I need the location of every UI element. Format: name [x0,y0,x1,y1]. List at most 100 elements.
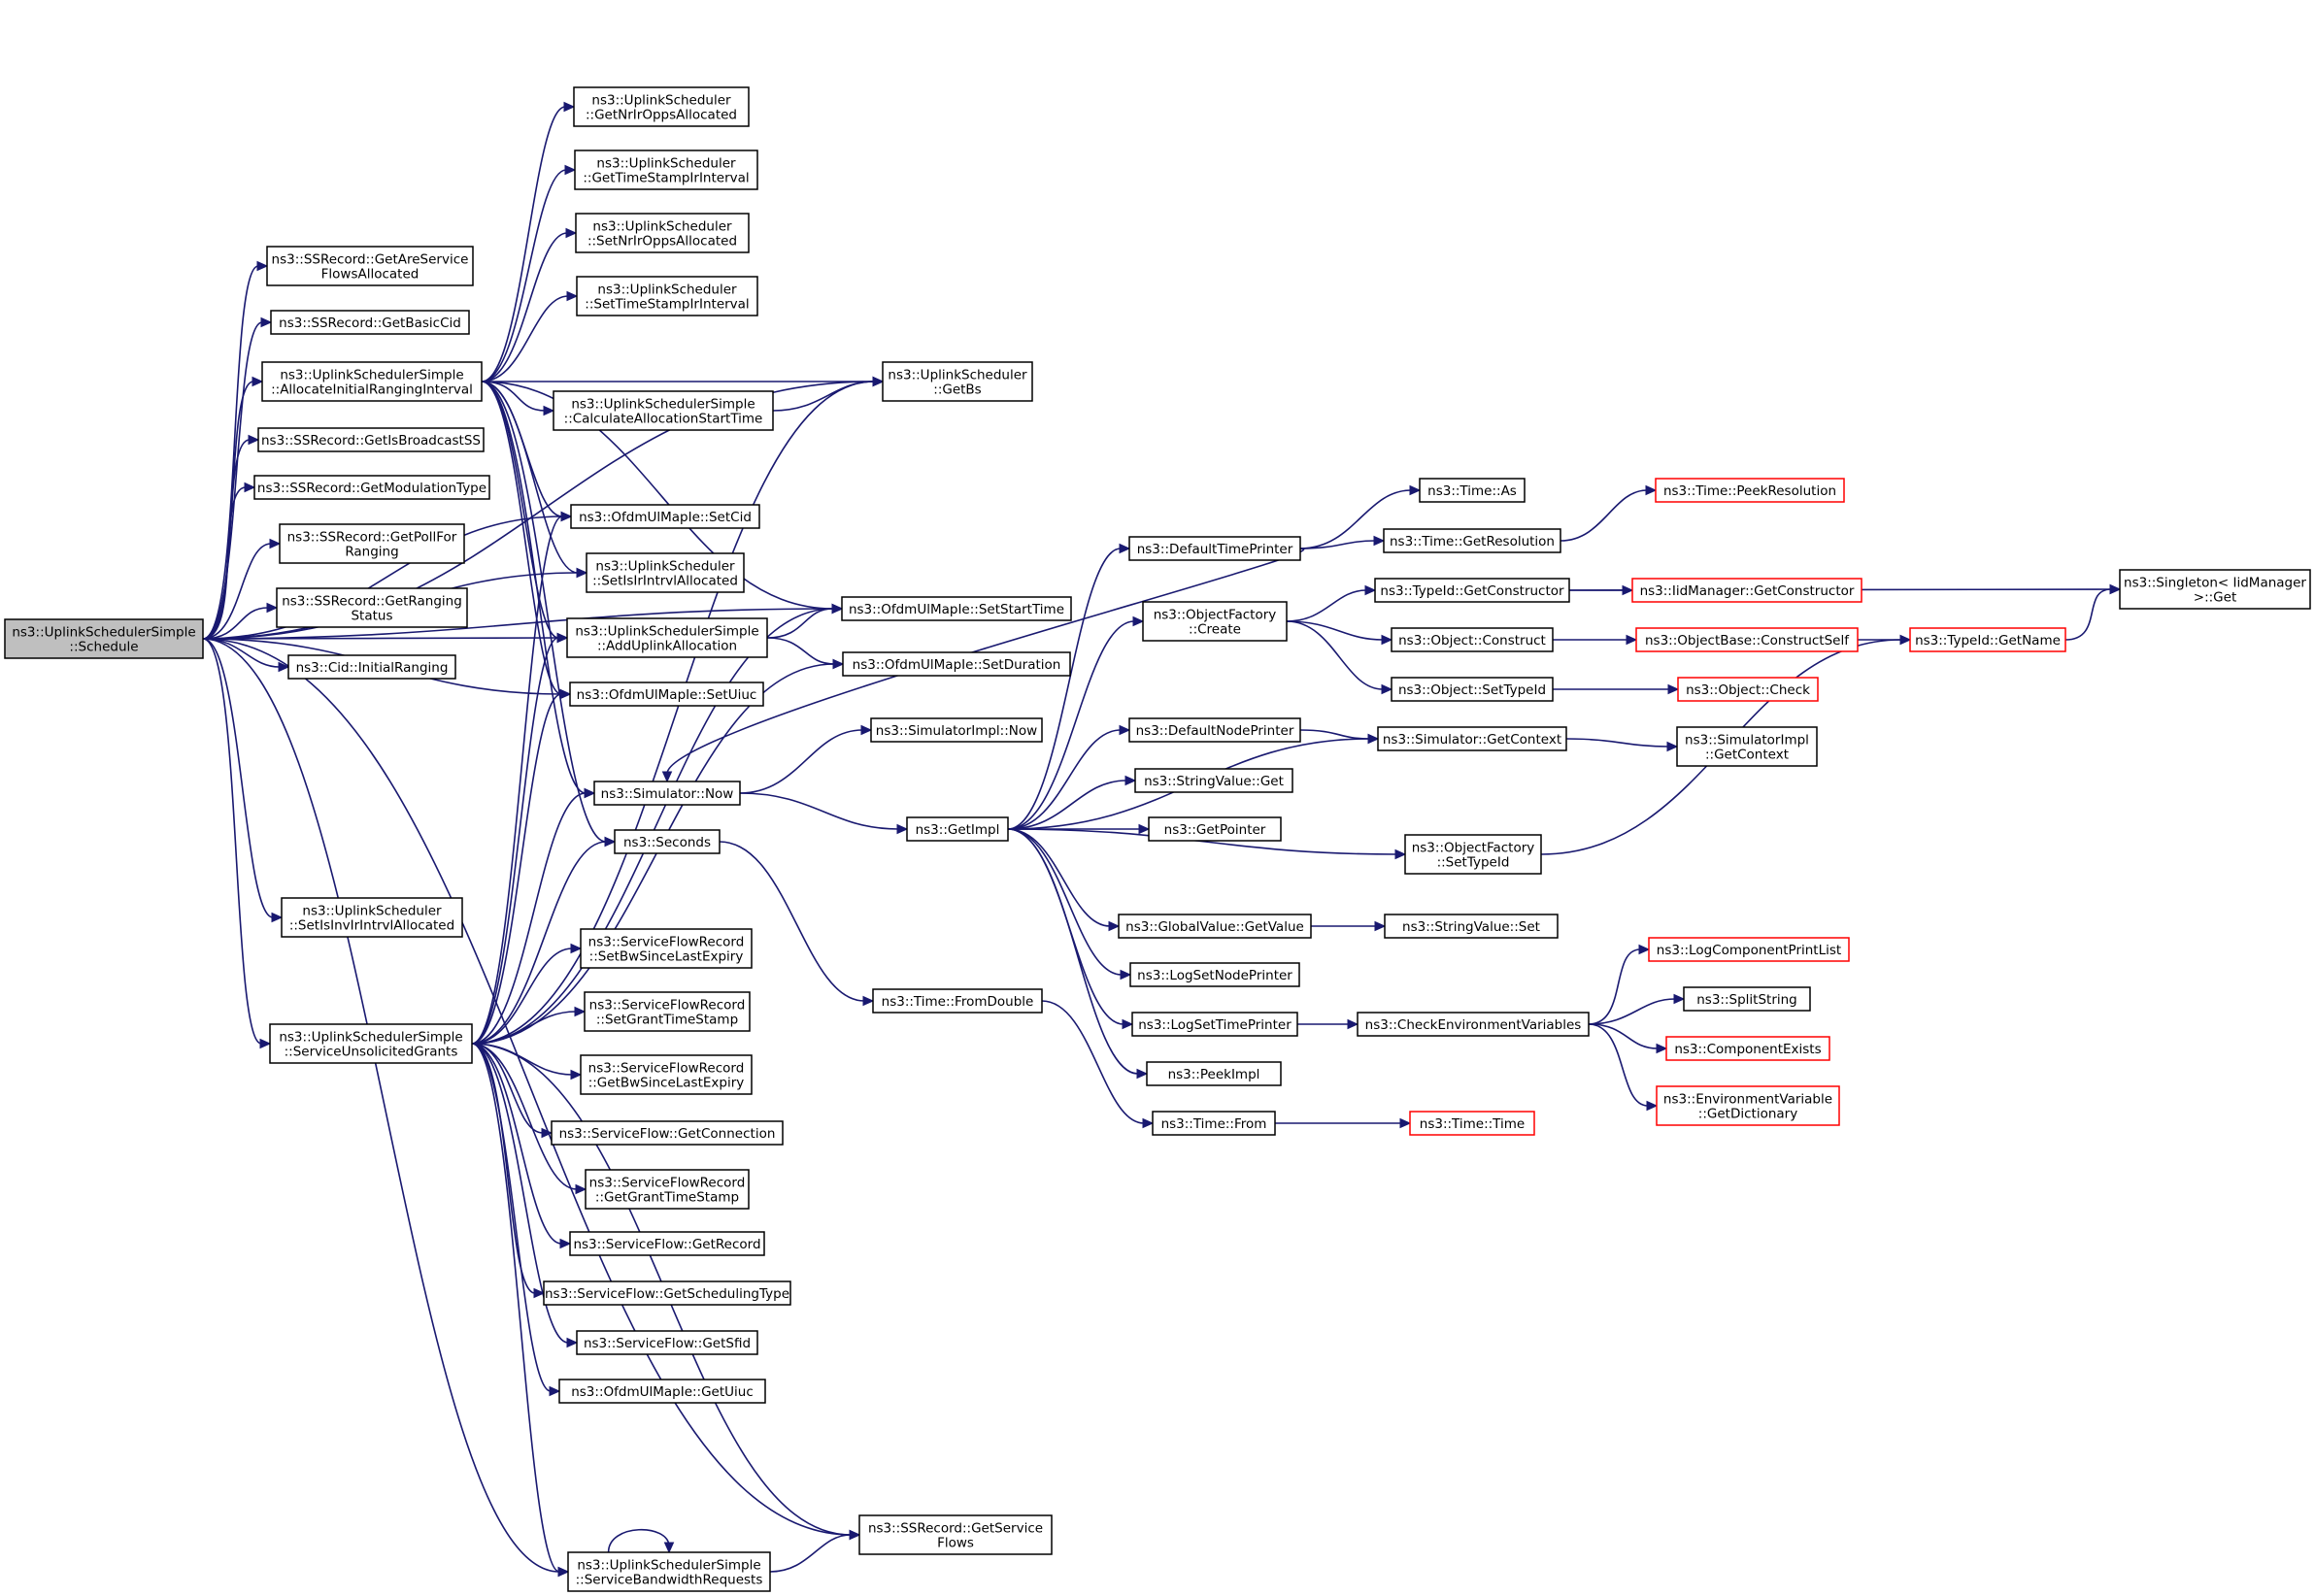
node-get-pointer[interactable]: ns3::GetPointer [1148,816,1282,842]
node-box[interactable] [1152,1111,1276,1136]
node-box[interactable] [870,717,1043,743]
node-box[interactable] [1134,768,1293,793]
node-box[interactable] [1677,677,1819,702]
node-get-basic-cid[interactable]: ns3::SSRecord::GetBasicCid [270,310,470,335]
node-box[interactable] [1131,1012,1298,1037]
node-box[interactable] [584,991,751,1032]
node-box[interactable] [567,1551,771,1592]
node-set-start-time[interactable]: ns3::OfdmUlMapIe::SetStartTime [841,596,1072,621]
node-box[interactable] [1909,627,2066,652]
node-get-are-service-flows-allocated[interactable]: ns3::SSRecord::GetAreServiceFlowsAllocat… [266,246,474,286]
node-box[interactable] [1128,717,1301,743]
node-box[interactable] [1683,986,1811,1012]
node-object-base-construct-self[interactable]: ns3::ObjectBase::ConstructSelf [1635,627,1859,652]
node-get-record[interactable]: ns3::ServiceFlow::GetRecord [569,1231,765,1256]
node-box[interactable] [269,1023,473,1064]
node-box[interactable] [1128,536,1301,561]
node-get-impl[interactable]: ns3::GetImpl [906,816,1009,842]
node-box[interactable] [253,475,490,500]
node-type-id-get-name[interactable]: ns3::TypeId::GetName [1909,627,2066,652]
node-box[interactable] [1384,914,1559,939]
node-box[interactable] [1419,478,1526,503]
node-box[interactable] [842,651,1071,677]
node-simulator-get-context[interactable]: ns3::Simulator::GetContext [1377,726,1567,751]
node-object-factory-set-type-id[interactable]: ns3::ObjectFactory::SetTypeId [1404,834,1542,875]
node-get-uiuc[interactable]: ns3::OfdmUlMapIe::GetUiuc [558,1379,766,1404]
node-global-value-get-value[interactable]: ns3::GlobalValue::GetValue [1118,914,1312,939]
node-box[interactable] [281,897,463,938]
node-box[interactable] [580,928,753,969]
node-box[interactable] [576,276,758,316]
node-string-value-set[interactable]: ns3::StringValue::Set [1384,914,1559,939]
node-set-grant-time-stamp[interactable]: ns3::ServiceFlowRecord::SetGrantTimeStam… [584,991,751,1032]
node-initial-ranging[interactable]: ns3::Cid::InitialRanging [287,654,456,680]
node-box[interactable] [1148,816,1282,842]
node-set-is-ir-intrvl-allocated[interactable]: ns3::UplinkScheduler::SetIsIrIntrvlAlloc… [586,552,745,593]
node-get-connection[interactable]: ns3::ServiceFlow::GetConnection [551,1120,784,1146]
node-box[interactable] [1665,1036,1830,1061]
node-box[interactable] [2119,569,2311,610]
node-box[interactable] [1146,1061,1282,1086]
node-log-component-print-list[interactable]: ns3::LogComponentPrintList [1648,937,1850,962]
node-service-unsolicited-grants[interactable]: ns3::UplinkSchedulerSimple::ServiceUnsol… [269,1023,473,1064]
node-get-bw-since-last-expiry[interactable]: ns3::ServiceFlowRecord::GetBwSinceLastEx… [580,1054,753,1095]
node-box[interactable] [614,829,721,854]
node-box[interactable] [279,523,465,564]
node-object-check[interactable]: ns3::Object::Check [1677,677,1819,702]
node-set-nr-ir-opps-allocated[interactable]: ns3::UplinkScheduler::SetNrIrOppsAllocat… [575,213,750,253]
node-box[interactable] [287,654,456,680]
node-box[interactable] [1655,478,1845,503]
node-set-is-inv-ir-intrvl-allocated[interactable]: ns3::UplinkScheduler::SetIsInvIrIntrvlAl… [281,897,463,938]
node-iid-manager-get-constructor[interactable]: ns3::IidManager::GetConstructor [1631,578,1862,603]
node-box[interactable] [1377,726,1567,751]
node-box[interactable] [1374,578,1570,603]
node-get-bs[interactable]: ns3::UplinkScheduler::GetBs [882,361,1033,402]
node-box[interactable] [906,816,1009,842]
node-allocate-initial-ranging[interactable]: ns3::UplinkSchedulerSimple::AllocateInit… [261,361,483,402]
node-string-value-get[interactable]: ns3::StringValue::Get [1134,768,1293,793]
node-time-as[interactable]: ns3::Time::As [1419,478,1526,503]
node-box[interactable] [585,1169,750,1210]
node-box[interactable] [543,1280,791,1306]
node-box[interactable] [1656,1085,1840,1126]
node-box[interactable] [266,246,474,286]
node-box[interactable] [569,1231,765,1256]
node-peek-impl[interactable]: ns3::PeekImpl [1146,1061,1282,1086]
node-box[interactable] [1631,578,1862,603]
node-schedule[interactable]: ns3::UplinkSchedulerSimple::Schedule [4,618,204,659]
node-box[interactable] [1383,528,1561,553]
node-box[interactable] [858,1514,1053,1555]
node-get-modulation-type[interactable]: ns3::SSRecord::GetModulationType [253,475,490,500]
node-get-nr-ir-opps-allocated[interactable]: ns3::UplinkScheduler::GetNrIrOppsAllocat… [573,86,750,127]
node-box[interactable] [4,618,204,659]
node-log-set-node-printer[interactable]: ns3::LogSetNodePrinter [1129,962,1300,987]
node-object-factory-create[interactable]: ns3::ObjectFactory::Create [1142,601,1288,642]
node-environment-variable-get-dictionary[interactable]: ns3::EnvironmentVariable::GetDictionary [1656,1085,1840,1126]
node-calculate-allocation-start-time[interactable]: ns3::UplinkSchedulerSimple::CalculateAll… [553,390,774,431]
node-box[interactable] [1357,1012,1590,1037]
node-box[interactable] [553,390,774,431]
node-split-string[interactable]: ns3::SplitString [1683,986,1811,1012]
node-box[interactable] [580,1054,753,1095]
node-time-get-resolution[interactable]: ns3::Time::GetResolution [1383,528,1561,553]
node-object-set-type-id[interactable]: ns3::Object::SetTypeId [1391,677,1554,702]
node-box[interactable] [276,587,468,628]
node-box[interactable] [1118,914,1312,939]
node-type-id-get-constructor[interactable]: ns3::TypeId::GetConstructor [1374,578,1570,603]
node-box[interactable] [1391,677,1554,702]
node-default-time-printer[interactable]: ns3::DefaultTimePrinter [1128,536,1301,561]
node-set-bw-since-last-expiry[interactable]: ns3::ServiceFlowRecord::SetBwSinceLastEx… [580,928,753,969]
node-box[interactable] [872,988,1043,1014]
node-simulator-impl-get-context[interactable]: ns3::SimulatorImpl::GetContext [1676,726,1818,767]
node-box[interactable] [1676,726,1818,767]
node-box[interactable] [257,427,485,452]
node-box[interactable] [576,1330,758,1355]
node-box[interactable] [1142,601,1288,642]
node-object-construct[interactable]: ns3::Object::Construct [1391,627,1554,652]
node-get-time-stamp-ir-interval[interactable]: ns3::UplinkScheduler::GetTimeStampIrInte… [574,150,758,190]
node-box[interactable] [575,213,750,253]
node-add-uplink-allocation[interactable]: ns3::UplinkSchedulerSimple::AddUplinkAll… [566,617,768,658]
node-box[interactable] [551,1120,784,1146]
